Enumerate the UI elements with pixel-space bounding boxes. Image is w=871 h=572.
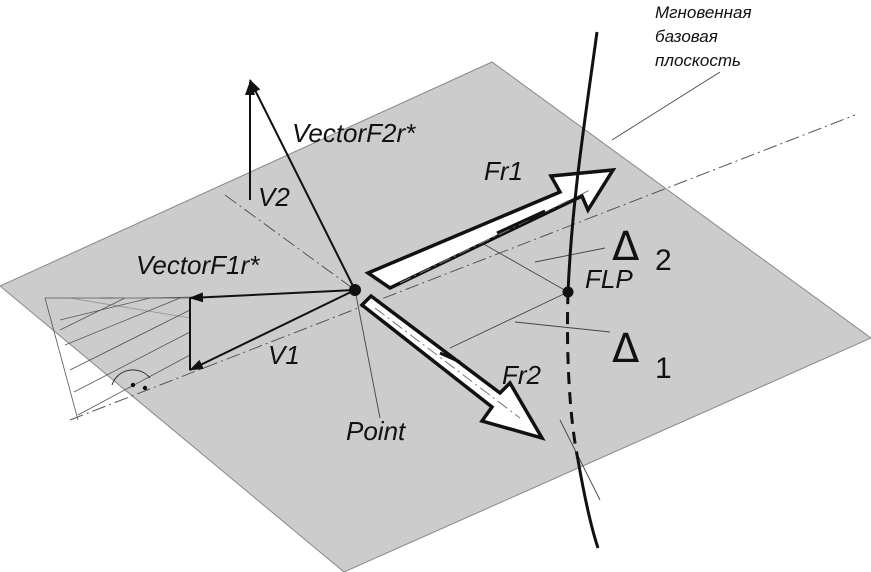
delta-1-symbol: Δ bbox=[612, 326, 640, 372]
v1-label: V1 bbox=[268, 340, 300, 370]
right-angle-marker bbox=[111, 369, 151, 391]
caption-line-3: плоскость bbox=[655, 51, 741, 70]
vector-f1r-label: VectorF1r* bbox=[136, 250, 260, 280]
axis-lines bbox=[69, 114, 856, 421]
fr1-arrow bbox=[364, 167, 617, 291]
delta-2-symbol: Δ bbox=[612, 224, 640, 270]
v2-label: V2 bbox=[258, 182, 290, 212]
vector-f2r-label: VectorF2r* bbox=[292, 118, 416, 148]
base-plane-curve bbox=[565, 31, 600, 549]
vector-f1r-arrow bbox=[189, 289, 356, 303]
flp-label: FLP bbox=[585, 264, 633, 294]
delta-1-subscript: 1 bbox=[655, 352, 672, 385]
point-label: Point bbox=[346, 416, 407, 446]
fr2-arrow bbox=[359, 293, 546, 441]
caption-line-2: базовая bbox=[655, 27, 718, 46]
arrow-dash-marks bbox=[439, 209, 546, 364]
fr1-label: Fr1 bbox=[484, 156, 523, 186]
base-plane bbox=[0, 61, 871, 572]
fr2-label: Fr2 bbox=[502, 360, 542, 390]
flp-dot bbox=[562, 286, 574, 298]
thin-vectors bbox=[189, 79, 356, 371]
caption-line-1: Мгновенная bbox=[655, 3, 752, 22]
vector-f2r-arrow bbox=[249, 79, 356, 291]
v1-arrow bbox=[189, 289, 356, 371]
delta-2-subscript: 2 bbox=[655, 244, 672, 277]
point-dot bbox=[349, 284, 361, 296]
